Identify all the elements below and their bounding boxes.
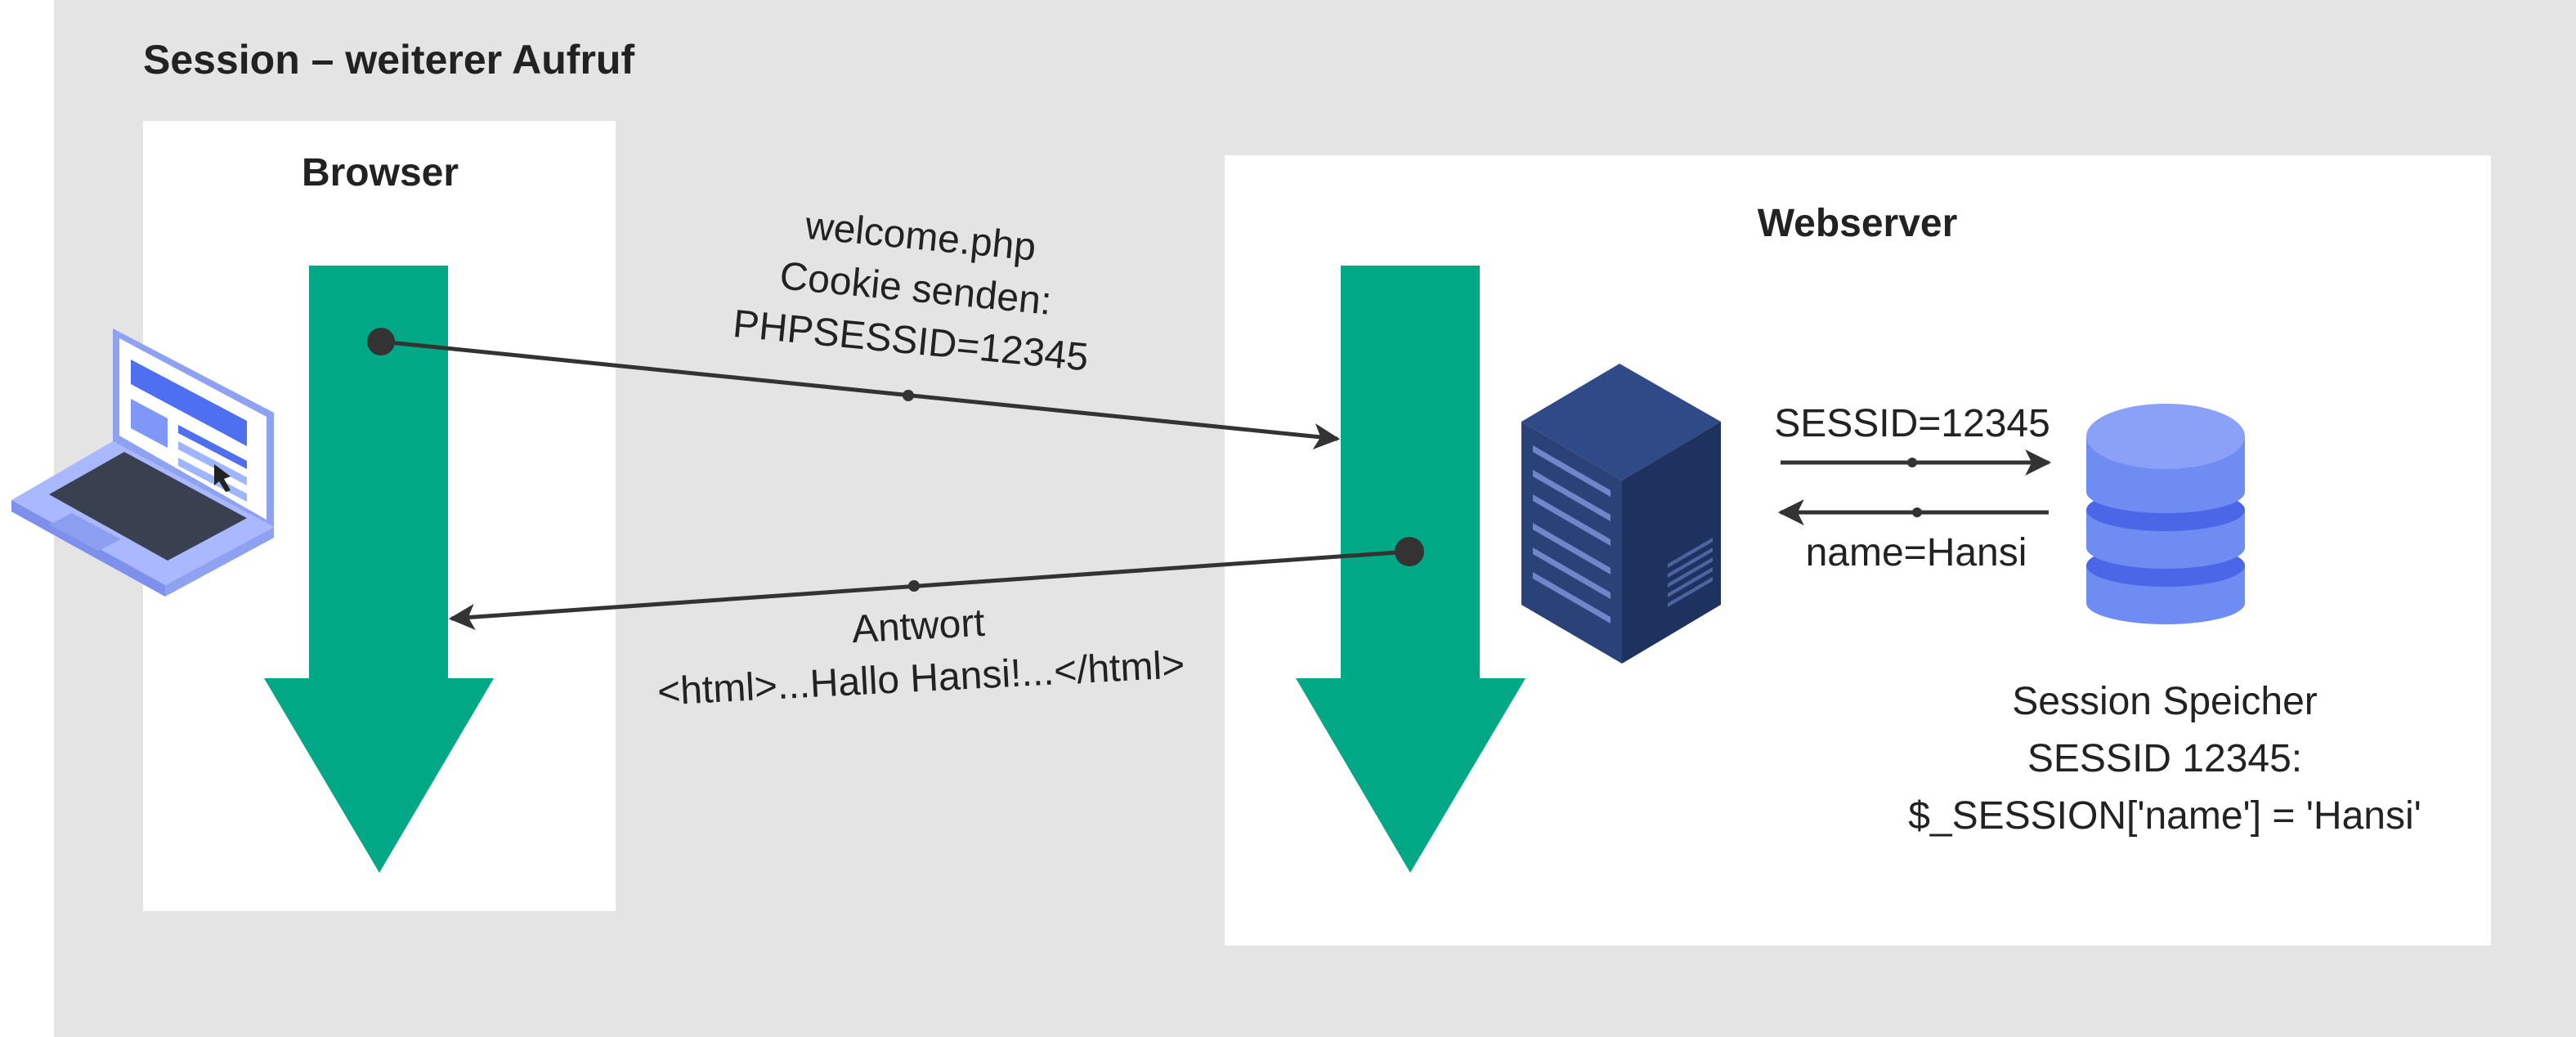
request-arrow [367,328,1341,450]
storage-session-value: $_SESSION['name'] = 'Hansi' [1908,794,2421,838]
webserver-timeline-arrow [1296,266,1525,873]
browser-timeline-arrow [264,266,494,873]
browser-title: Browser [301,151,459,194]
server-icon [1521,364,1721,664]
diagram-title: Session – weiterer Aufruf [143,37,635,83]
store-response-arrow [1777,499,2049,525]
storage-session-id: SESSID 12345: [2027,737,2303,780]
laptop-icon [11,329,274,597]
response-arrow [448,537,1424,630]
storage-caption: Session Speicher SESSID 12345: $_SESSION… [1908,673,2421,845]
database-icon [2086,404,2245,624]
store-response-label: name=Hansi [1805,531,2027,574]
store-request-label: SESSID=12345 [1774,402,2050,445]
webserver-title: Webserver [1757,202,1958,245]
store-request-arrow [1781,449,2052,476]
storage-title: Session Speicher [2012,680,2318,723]
